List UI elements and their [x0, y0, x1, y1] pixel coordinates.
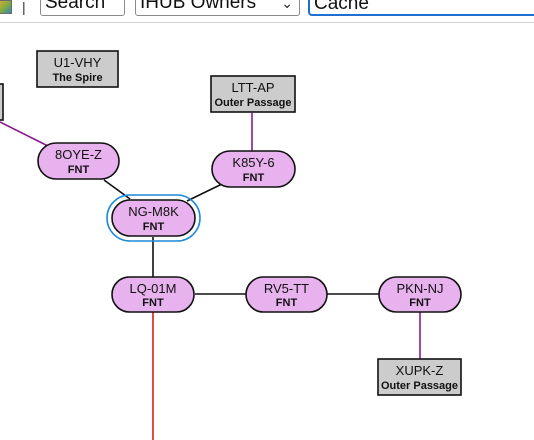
- system-name-lq-01m: LQ-01M: [130, 281, 177, 296]
- toolbar-divider: [0, 22, 534, 23]
- system-node-lq-01m[interactable]: LQ-01M FNT: [111, 276, 195, 313]
- cache-field-value: Cache: [314, 0, 369, 14]
- offscreen-station-node[interactable]: [0, 83, 4, 121]
- search-button-label: Search: [45, 0, 106, 13]
- system-name-rv5-tt: RV5-TT: [264, 281, 309, 296]
- system-sub-rv5-tt: FNT: [276, 297, 298, 309]
- system-sub-ng-m8k: FNT: [143, 221, 165, 233]
- link-k85y-6-ng-m8k: [186, 183, 223, 202]
- system-node-ng-m8k[interactable]: NG-M8K FNT: [106, 194, 201, 242]
- station-node-ltt-ap[interactable]: LTT-AP Outer Passage: [210, 75, 296, 113]
- system-name-pkn-nj: PKN-NJ: [397, 281, 444, 296]
- station-sub-u1-vhy: The Spire: [52, 72, 102, 84]
- system-node-rv5-tt[interactable]: RV5-TT FNT: [245, 276, 328, 313]
- link-8oye-z-ng-m8k: [103, 179, 131, 200]
- station-node-u1-vhy[interactable]: U1-VHY The Spire: [36, 50, 119, 88]
- station-sub-xupk-z: Outer Passage: [381, 380, 458, 392]
- selection-ring: [106, 194, 201, 242]
- system-sub-8oye-z: FNT: [68, 164, 90, 176]
- station-name-xupk-z: XUPK-Z: [396, 363, 444, 378]
- system-sub-lq-01m: FNT: [142, 297, 164, 309]
- system-node-8oye-z[interactable]: 8OYE-Z FNT: [37, 142, 120, 180]
- owner-select[interactable]: IHUB Owners ⌄: [135, 0, 300, 16]
- system-name-ng-m8k: NG-M8K: [128, 204, 179, 219]
- system-sub-k85y-6: FNT: [243, 172, 265, 184]
- link-offscreen-8oye-z: [0, 121, 49, 147]
- toolbar: | Search IHUB Owners ⌄ Cache: [0, 0, 534, 22]
- chevron-down-icon: ⌄: [281, 0, 293, 11]
- cache-field[interactable]: Cache: [308, 0, 534, 16]
- station-node-xupk-z[interactable]: XUPK-Z Outer Passage: [377, 358, 462, 396]
- system-sub-pkn-nj: FNT: [409, 297, 431, 309]
- station-name-u1-vhy: U1-VHY: [54, 55, 102, 70]
- system-name-8oye-z: 8OYE-Z: [55, 147, 102, 162]
- system-name-k85y-6: K85Y-6: [232, 155, 274, 170]
- search-button[interactable]: Search: [40, 0, 125, 16]
- owner-select-value: IHUB Owners: [140, 0, 257, 13]
- system-node-k85y-6[interactable]: K85Y-6 FNT: [211, 150, 296, 188]
- app-icon[interactable]: [0, 0, 12, 14]
- toolbar-separator: |: [22, 0, 26, 15]
- station-name-ltt-ap: LTT-AP: [231, 80, 274, 95]
- station-sub-ltt-ap: Outer Passage: [214, 97, 291, 109]
- system-node-pkn-nj[interactable]: PKN-NJ FNT: [378, 276, 462, 313]
- diagram-links: [0, 113, 421, 440]
